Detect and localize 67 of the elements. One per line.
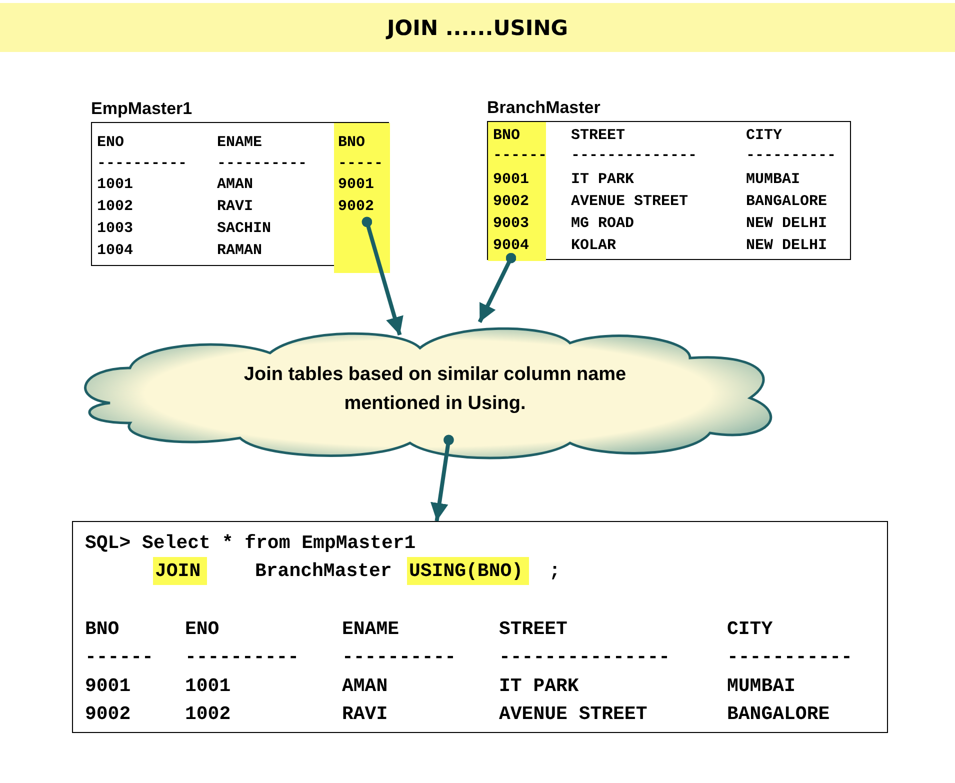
arrow bbox=[478, 252, 516, 323]
table-cell: 1001 bbox=[97, 176, 134, 194]
arrow bbox=[362, 216, 404, 336]
column-header: ENAME bbox=[217, 134, 262, 152]
column-header: STREET bbox=[571, 127, 626, 145]
table-cell: 9001 bbox=[338, 176, 374, 194]
sql-code: JOIN bbox=[153, 557, 207, 585]
table-cell: 1001 bbox=[185, 675, 231, 697]
table-cell: IT PARK bbox=[499, 675, 579, 697]
column-header: BNO bbox=[85, 618, 120, 640]
table-cell: NEW DELHI bbox=[746, 215, 828, 233]
cloud-text: Join tables based on similar column name mentioned in Using. bbox=[242, 363, 628, 416]
column-header: BNO bbox=[338, 134, 366, 152]
table-cell: 1002 bbox=[185, 703, 231, 725]
table-cell: 9001 bbox=[85, 675, 131, 697]
table-cell: IT PARK bbox=[571, 171, 634, 189]
separator-dashes: ---------- bbox=[342, 646, 456, 668]
column-header: CITY bbox=[746, 127, 782, 145]
separator-dashes: -------------- bbox=[571, 147, 698, 165]
table-cell: RAVI bbox=[217, 198, 254, 216]
table-cell: MUMBAI bbox=[727, 675, 796, 697]
table-cell: 1002 bbox=[97, 198, 134, 216]
table-cell: AMAN bbox=[342, 675, 388, 697]
arrow bbox=[430, 434, 454, 522]
table-cell: AVENUE STREET bbox=[499, 703, 648, 725]
separator-dashes: ----- bbox=[338, 155, 384, 173]
table-title: BranchMaster bbox=[487, 98, 600, 118]
separator-dashes: ---------- bbox=[217, 155, 308, 173]
table-cell: 1003 bbox=[97, 220, 134, 238]
separator-dashes: ----------- bbox=[727, 646, 852, 668]
column-header: ENAME bbox=[342, 618, 400, 640]
sql-code: BranchMaster bbox=[255, 560, 392, 582]
column-header: BNO bbox=[493, 127, 520, 145]
table-cell: 9004 bbox=[493, 237, 530, 255]
table-cell: AMAN bbox=[217, 176, 254, 194]
table-cell: 9002 bbox=[338, 198, 374, 216]
table-cell: 1004 bbox=[97, 242, 134, 260]
table-cell: BANGALORE bbox=[727, 703, 830, 725]
table-title: EmpMaster1 bbox=[91, 99, 192, 119]
column-header: CITY bbox=[727, 618, 773, 640]
table-cell: MG ROAD bbox=[571, 215, 634, 233]
column-header: ENO bbox=[185, 618, 220, 640]
query-result-panel bbox=[72, 521, 888, 733]
table-cell: RAMAN bbox=[217, 242, 262, 260]
table-cell: 9002 bbox=[493, 193, 530, 211]
column-header: ENO bbox=[97, 134, 124, 152]
table-cell: MUMBAI bbox=[746, 171, 800, 189]
separator-dashes: ---------- bbox=[185, 646, 300, 668]
sql-code: USING(BNO) bbox=[407, 557, 530, 585]
separator-dashes: ---------- bbox=[746, 147, 836, 165]
separator-dashes: ---------- bbox=[97, 155, 188, 173]
table-cell: 9002 bbox=[85, 703, 131, 725]
table-cell: 9001 bbox=[493, 171, 530, 189]
separator-dashes: ------ bbox=[493, 147, 548, 165]
table-cell: BANGALORE bbox=[746, 193, 828, 211]
separator-dashes: ------ bbox=[85, 646, 154, 668]
title: JOIN ......USING bbox=[384, 16, 570, 40]
table-cell: KOLAR bbox=[571, 237, 616, 255]
table-cell: RAVI bbox=[342, 703, 388, 725]
table-cell: 9003 bbox=[493, 215, 530, 233]
table-cell: NEW DELHI bbox=[746, 237, 828, 255]
table-cell: SACHIN bbox=[217, 220, 272, 238]
column-header: STREET bbox=[499, 618, 568, 640]
table-cell: AVENUE STREET bbox=[571, 193, 688, 211]
sql-code: ; bbox=[549, 560, 560, 582]
separator-dashes: --------------- bbox=[499, 646, 670, 668]
sql-code: SQL> Select * from EmpMaster1 bbox=[85, 532, 416, 554]
